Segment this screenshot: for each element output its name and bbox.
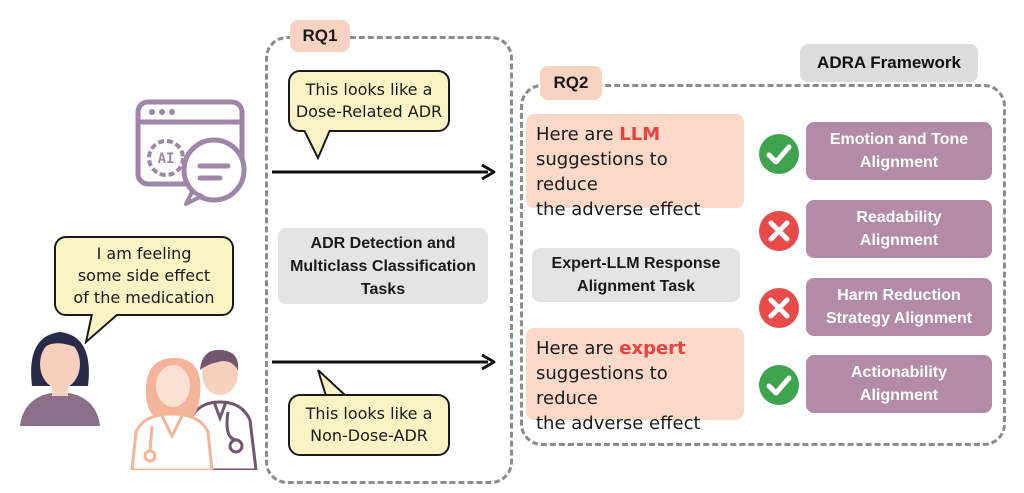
criterion-actionability: Actionability Alignment xyxy=(806,355,992,413)
task-line: Multiclass Classification xyxy=(290,257,476,275)
rq1-tag: RQ1 xyxy=(290,20,350,52)
expert-suggestion-box: Here are expert suggestions to reduce th… xyxy=(526,328,744,434)
task-line: Alignment Task xyxy=(577,278,695,295)
cross-icon xyxy=(758,210,800,252)
rq1-region xyxy=(265,36,513,484)
rq1-bubble-non-dose: This looks like a Non-Dose-ADR xyxy=(288,394,450,456)
llm-suggestion-box: Here are LLM suggestions to reduce the a… xyxy=(526,114,744,220)
doctors-icon xyxy=(128,340,268,470)
task-line: Tasks xyxy=(360,280,406,298)
suggestion-line: suggestions to reduce xyxy=(536,363,668,409)
criterion-line: Emotion and Tone xyxy=(829,131,969,148)
criterion-line: Readability xyxy=(856,209,942,226)
bubble-tail xyxy=(78,314,124,344)
patient-bubble: I am feeling some side effect of the med… xyxy=(54,236,234,316)
criterion-line: Actionability xyxy=(850,364,947,381)
criterion-emotion-tone: Emotion and Tone Alignment xyxy=(806,122,992,180)
suggestion-line: the adverse effect xyxy=(536,413,701,434)
suggestion-prefix: Here are xyxy=(536,338,620,359)
rq2-task-box: Expert-LLM Response Alignment Task xyxy=(532,248,740,302)
rq2-region xyxy=(520,84,1006,446)
patient-icon xyxy=(18,316,102,426)
criterion-line: Alignment xyxy=(859,232,939,249)
bubble-line: I am feeling xyxy=(96,244,192,263)
task-line: ADR Detection and xyxy=(310,234,456,252)
criterion-line: Alignment xyxy=(859,154,939,171)
criterion-line: Harm Reduction xyxy=(837,287,961,304)
suggestion-line: the adverse effect xyxy=(536,199,701,220)
framework-tag: ADRA Framework xyxy=(800,44,978,82)
criterion-line: Alignment xyxy=(859,387,939,404)
task-line: Expert-LLM Response xyxy=(551,255,721,272)
cross-icon xyxy=(758,287,800,329)
suggestion-prefix: Here are xyxy=(536,124,620,145)
bubble-tail xyxy=(300,130,340,160)
bubble-line: some side effect xyxy=(77,266,211,285)
rq1-bubble-dose-related: This looks like a Dose-Related ADR xyxy=(288,70,450,132)
bubble-line: This looks like a xyxy=(305,404,433,423)
criterion-readability: Readability Alignment xyxy=(806,200,992,258)
suggestion-line: suggestions to reduce xyxy=(536,149,668,195)
bubble-line: of the medication xyxy=(73,288,215,307)
svg-text:AI: AI xyxy=(158,151,175,167)
check-icon xyxy=(758,364,800,406)
check-icon xyxy=(758,133,800,175)
suggestion-line: Here are expert xyxy=(536,336,734,361)
rq2-tag: RQ2 xyxy=(540,66,602,100)
bubble-line: This looks like a xyxy=(305,80,433,99)
bubble-line: Dose-Related ADR xyxy=(295,102,443,121)
expert-highlight: expert xyxy=(619,338,686,359)
arrow-right-icon xyxy=(272,164,498,180)
ai-chat-icon: AI xyxy=(134,96,250,208)
llm-highlight: LLM xyxy=(619,124,661,145)
rq1-task-box: ADR Detection and Multiclass Classificat… xyxy=(278,228,488,304)
criterion-harm-reduction: Harm Reduction Strategy Alignment xyxy=(806,278,992,336)
suggestion-line: Here are LLM xyxy=(536,122,734,147)
bubble-line: Non-Dose-ADR xyxy=(310,426,428,445)
bubble-tail xyxy=(312,368,352,396)
criterion-line: Strategy Alignment xyxy=(825,310,973,327)
arrow-right-icon xyxy=(272,354,498,370)
